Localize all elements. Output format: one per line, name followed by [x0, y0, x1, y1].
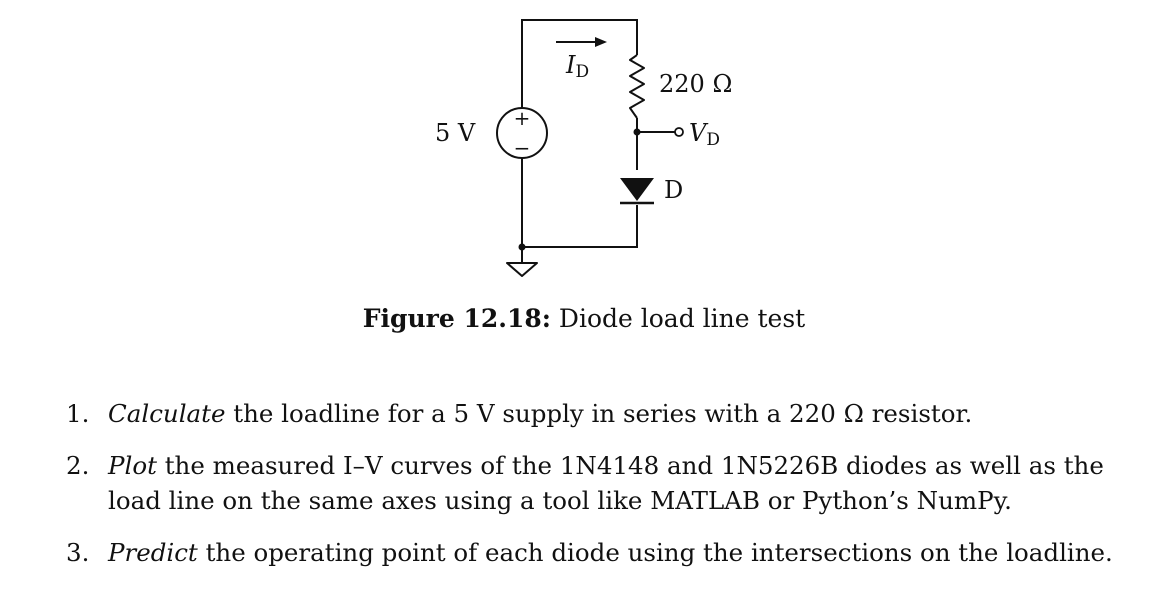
- diode-label: D: [664, 176, 683, 204]
- list-item-verb: Plot: [108, 451, 157, 480]
- voltage-source: [496, 107, 548, 159]
- list-item-verb: Predict: [108, 538, 198, 567]
- source-minus-sign: −: [514, 136, 531, 160]
- current-label: ID: [565, 51, 589, 82]
- list-item-text: the operating point of each diode using …: [197, 538, 1113, 567]
- source-plus-sign: +: [514, 106, 531, 130]
- ground-junction-dot: [518, 243, 526, 251]
- list-item: 2. Plot the measured I–V curves of the 1N…: [66, 448, 1156, 518]
- figure-caption-text: Diode load line test: [558, 304, 806, 333]
- diode: [620, 178, 654, 205]
- wire-top: [521, 19, 638, 108]
- node-junction-dot: [633, 128, 641, 136]
- figure-caption-label: Figure 12.18:: [362, 304, 551, 333]
- steps-list: 1. Calculate the loadline for a 5 V suppl…: [66, 396, 1156, 587]
- list-item-number: 1.: [66, 399, 90, 428]
- wire-left-bottom: [521, 158, 638, 248]
- list-item-verb: Calculate: [108, 399, 226, 428]
- list-item-number: 3.: [66, 538, 90, 567]
- circuit-diagram: + − 5 V ID 220 Ω VD D: [435, 19, 732, 277]
- source-voltage-label: 5 V: [435, 119, 476, 147]
- list-item: 1. Calculate the loadline for a 5 V suppl…: [66, 396, 1156, 431]
- resistor-value-label: 220 Ω: [659, 70, 732, 98]
- figure-caption: Figure 12.18: Diode load line test: [0, 304, 1168, 333]
- node-voltage-label: VD: [689, 119, 720, 150]
- list-item: 3. Predict the operating point of each di…: [66, 535, 1156, 570]
- node-terminal: [674, 127, 684, 137]
- ground-icon: [506, 262, 538, 277]
- resistor: [629, 54, 645, 119]
- list-item-text: the loadline for a 5 V supply in series …: [225, 399, 973, 428]
- list-item-text: the measured I–V curves of the 1N4148 an…: [108, 451, 1104, 515]
- current-arrow: [556, 37, 607, 47]
- list-item-number: 2.: [66, 451, 90, 480]
